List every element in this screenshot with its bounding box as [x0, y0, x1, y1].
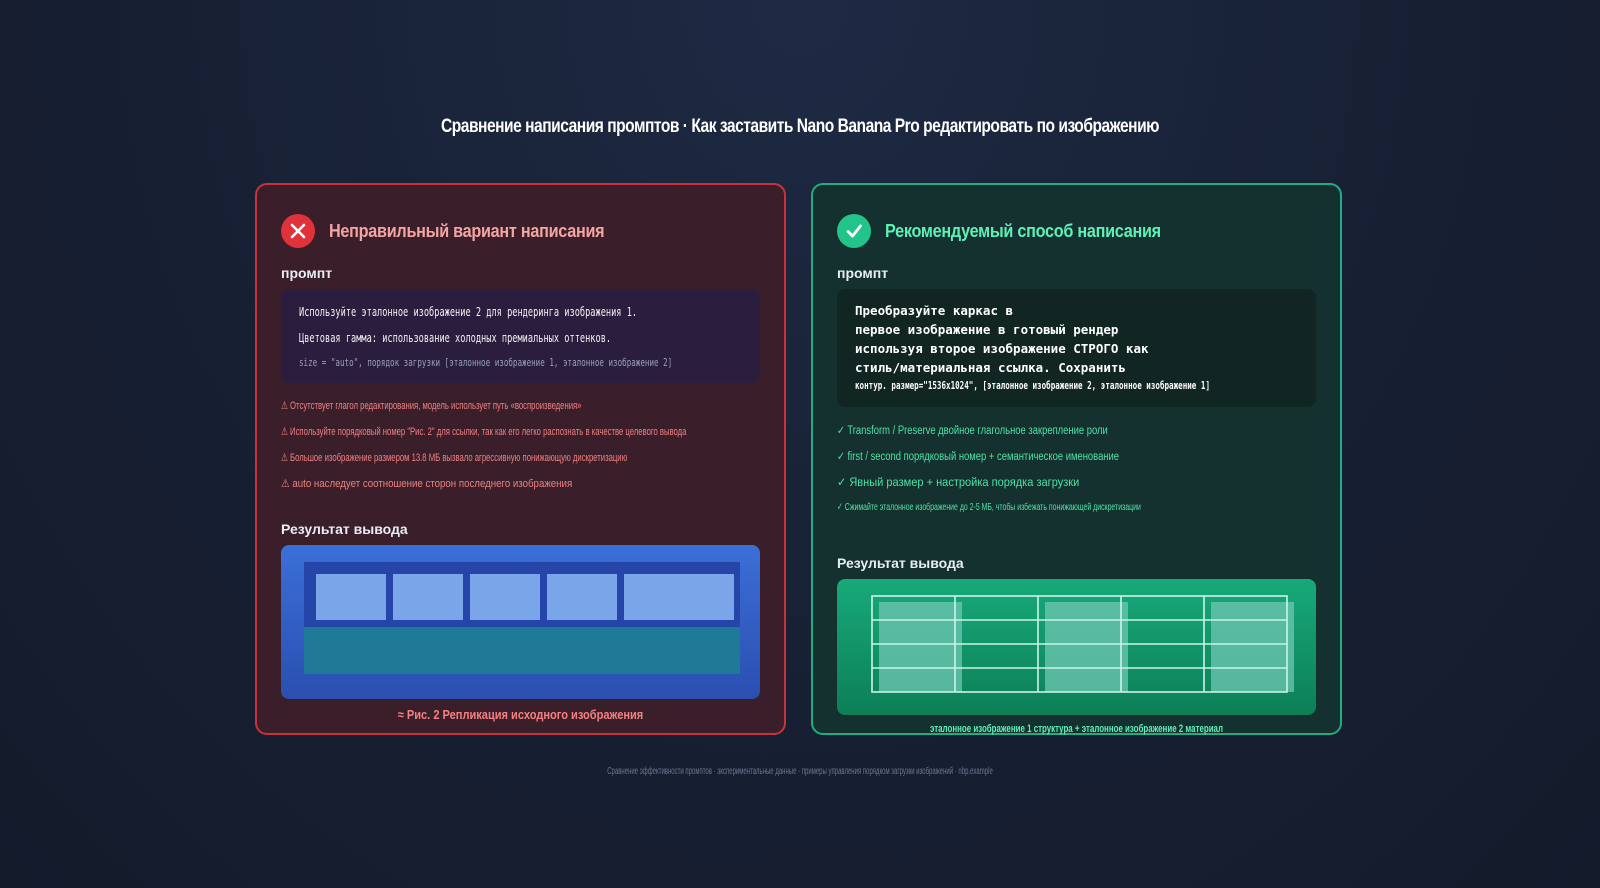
wrong-panel-title: Неправильный вариант написания	[329, 220, 605, 241]
check-note: ✓ first / second порядковый номер + сема…	[837, 451, 1120, 463]
wrong-panel-header: Неправильный вариант написания	[281, 213, 760, 249]
check-note: ✓ Явный размер + настройка порядка загру…	[837, 475, 1080, 489]
warning-note: ⚠ Большое изображение размером 13.8 МБ в…	[281, 452, 628, 464]
right-output-label: Результат вывода	[837, 555, 964, 571]
check-icon	[837, 214, 871, 248]
right-caption: эталонное изображение 1 структура + этал…	[930, 723, 1223, 735]
wrong-prompt-box: Используйте эталонное изображение 2 для …	[281, 289, 760, 383]
wrong-notes: ⚠ Отсутствует глагол редактирования, мод…	[281, 399, 760, 503]
wrong-prompt-line: Используйте эталонное изображение 2 для …	[299, 305, 638, 319]
rendered-wireframe-illustration	[871, 595, 1294, 693]
right-prompt-line: используя второе изображение СТРОГО как	[855, 341, 1149, 356]
right-panel: Рекомендуемый способ написания промпт Пр…	[811, 183, 1342, 735]
wrong-panel: Неправильный вариант написания промпт Ис…	[255, 183, 786, 735]
right-output-image	[837, 579, 1316, 715]
right-prompt-box: Преобразуйте каркас в первое изображение…	[837, 289, 1316, 407]
right-panel-header: Рекомендуемый способ написания	[837, 213, 1316, 249]
right-notes: ✓ Transform / Preserve двойное глагольно…	[837, 423, 1316, 527]
warning-note: ⚠ Отсутствует глагол редактирования, мод…	[281, 400, 582, 412]
x-icon	[281, 214, 315, 248]
warning-note: ⚠ Используйте порядковый номер "Рис. 2" …	[281, 426, 687, 438]
wrong-prompt-line: size = "auto", порядок загрузки [эталонн…	[299, 357, 673, 369]
check-note: ✓ Transform / Preserve двойное глагольно…	[837, 425, 1108, 437]
wrong-output-image	[281, 545, 760, 699]
check-note: ✓ Сжимайте эталонное изображение до 2-5 …	[837, 501, 1141, 513]
wrong-prompt-label: промпт	[281, 265, 333, 281]
wrong-prompt-line: Цветовая гамма: использование холодных п…	[299, 331, 612, 345]
footer-note: Сравнение эффективности промптов · экспе…	[607, 766, 993, 777]
right-prompt-line: Преобразуйте каркас в	[855, 303, 1014, 318]
warning-note: ⚠ auto наследует соотношение сторон посл…	[281, 478, 573, 490]
page-title: Сравнение написания промптов · Как заста…	[440, 116, 1160, 137]
right-prompt-line: стиль/материальная ссылка. Сохранить	[855, 360, 1126, 375]
right-panel-title: Рекомендуемый способ написания	[885, 220, 1161, 241]
right-prompt-line: контур. размер="1536x1024", [эталонное и…	[855, 380, 1211, 392]
wrong-output-label: Результат вывода	[281, 521, 408, 537]
right-prompt-line: первое изображение в готовый рендер	[855, 322, 1119, 337]
wrong-caption: ≈ Рис. 2 Репликация исходного изображени…	[397, 707, 644, 722]
right-prompt-label: промпт	[837, 265, 889, 281]
replicated-image-illustration	[304, 562, 740, 674]
